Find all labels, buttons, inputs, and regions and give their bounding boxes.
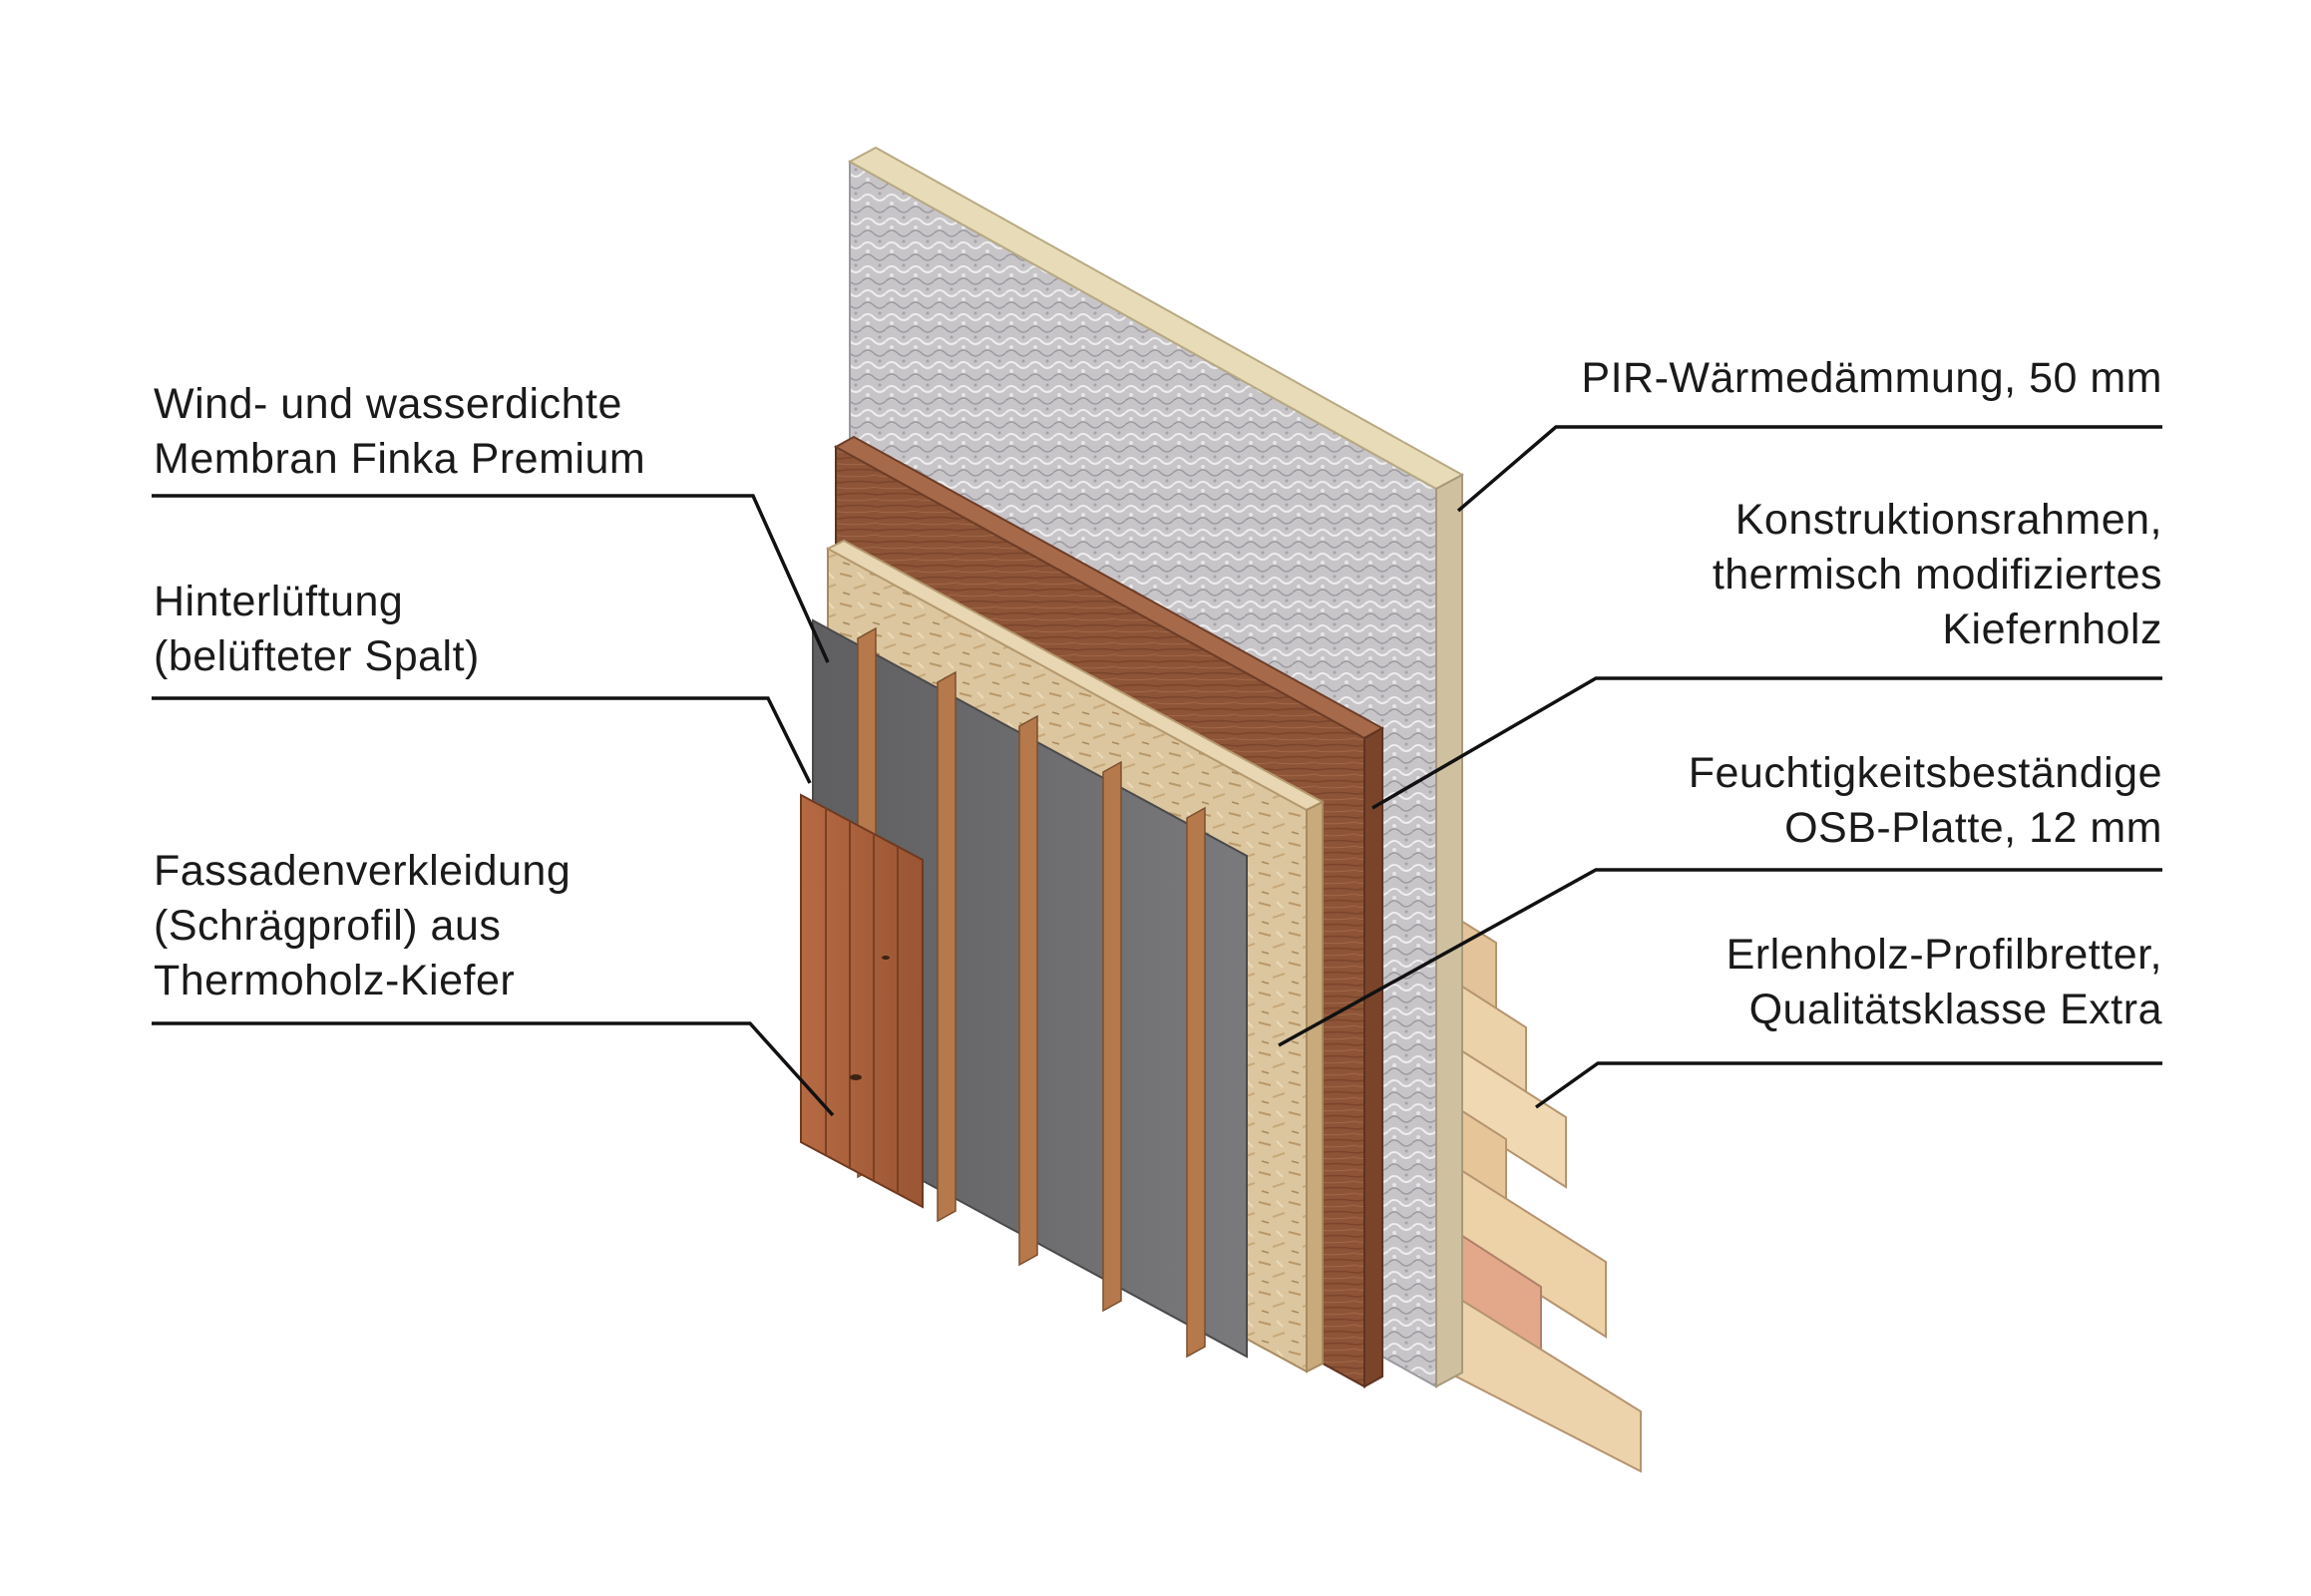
label-alder-line-2: Qualitätsklasse Extra: [1748, 986, 2162, 1033]
label-ventilation: Hinterlüftung (belüfteter Spalt): [154, 575, 480, 684]
label-membrane-line-1: Wind- und wasserdichte: [154, 380, 622, 428]
label-ventilation-line-2: (belüfteter Spalt): [154, 632, 480, 680]
label-cladding-line-3: Thermoholz-Kiefer: [154, 957, 516, 1004]
label-alder-line-1: Erlenholz-Profilbretter,: [1726, 931, 2162, 979]
leader-lines: [152, 425, 2162, 1117]
label-frame-line-2: thermisch modifiziertes: [1712, 551, 2162, 598]
label-alder: Erlenholz-Profilbretter, Qualitätsklasse…: [1727, 928, 2162, 1037]
label-cladding: Fassadenverkleidung (Schrägprofil) aus T…: [154, 844, 571, 1008]
leader-cladding: [152, 1021, 835, 1117]
leader-ventilation: [152, 696, 812, 784]
leader-membrane: [152, 494, 830, 663]
alder-boards: [1455, 916, 1642, 1473]
label-membrane: Wind- und wasserdichte Membran Finka Pre…: [154, 377, 645, 487]
label-ventilation-line-1: Hinterlüftung: [154, 578, 404, 625]
label-insulation: PIR-Wärmedämmung, 50 mm: [1581, 351, 2162, 406]
leader-frame: [1371, 676, 2162, 810]
leader-insulation: [1456, 425, 2162, 513]
label-osb: Feuchtigkeitsbeständige OSB-Platte, 12 m…: [1689, 746, 2162, 856]
label-osb-line-1: Feuchtigkeitsbeständige: [1688, 749, 2162, 797]
label-cladding-line-2: (Schrägprofil) aus: [154, 902, 502, 950]
leader-alder: [1534, 1061, 2162, 1109]
label-insulation-line-1: PIR-Wärmedämmung, 50 mm: [1581, 354, 2162, 402]
facade-cladding: [800, 793, 924, 1209]
label-cladding-line-1: Fassadenverkleidung: [154, 847, 572, 895]
leader-osb: [1278, 868, 2162, 1047]
label-membrane-line-2: Membran Finka Premium: [154, 435, 646, 483]
label-frame-line-3: Kiefernholz: [1942, 605, 2162, 653]
label-osb-line-2: OSB-Platte, 12 mm: [1784, 804, 2162, 852]
label-frame: Konstruktionsrahmen, thermisch modifizie…: [1713, 493, 2162, 657]
label-frame-line-1: Konstruktionsrahmen,: [1734, 496, 2162, 544]
